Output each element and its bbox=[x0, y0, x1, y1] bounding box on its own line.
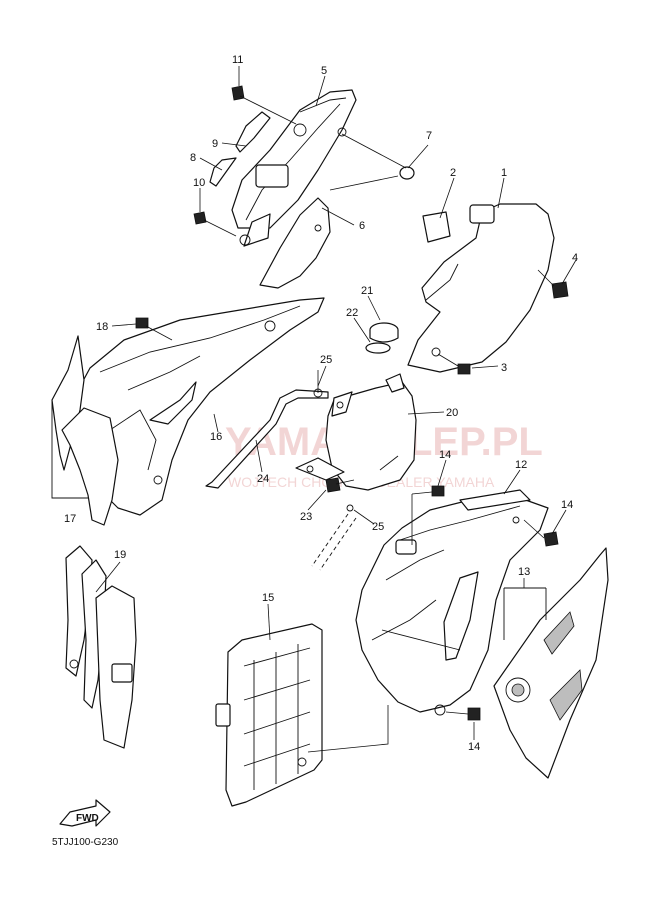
part-12-shroud bbox=[355, 485, 559, 721]
part-15-grille bbox=[215, 623, 389, 807]
callout-8: 8 bbox=[190, 152, 196, 164]
leader-lines bbox=[95, 66, 577, 740]
part-17-guard bbox=[51, 335, 119, 526]
callout-19: 19 bbox=[114, 549, 126, 561]
part-19-louver bbox=[65, 545, 137, 749]
part-23-bolt bbox=[325, 477, 341, 493]
callout-12: 12 bbox=[515, 459, 527, 471]
callout-17: 17 bbox=[64, 513, 76, 525]
part-13-graphic bbox=[493, 547, 609, 779]
fwd-arrow: FWD bbox=[59, 799, 111, 827]
callout-10: 10 bbox=[193, 177, 205, 189]
part-24-hose bbox=[205, 389, 329, 489]
callout-14-lower: 14 bbox=[468, 741, 480, 753]
callout-2: 2 bbox=[450, 167, 456, 179]
callout-22: 22 bbox=[346, 307, 358, 319]
callout-21: 21 bbox=[361, 285, 373, 297]
part-5-bracket bbox=[193, 85, 415, 247]
callout-1: 1 bbox=[501, 167, 507, 179]
fwd-label: FWD bbox=[76, 813, 99, 824]
part-22-seal bbox=[365, 342, 391, 354]
part-25-clamp-lower bbox=[346, 504, 354, 512]
callout-16: 16 bbox=[210, 431, 222, 443]
callout-7: 7 bbox=[426, 130, 432, 142]
callout-4: 4 bbox=[572, 252, 578, 264]
part-21-cap bbox=[369, 322, 399, 343]
part-1-side-cover bbox=[407, 203, 569, 375]
callout-6: 6 bbox=[359, 220, 365, 232]
callout-5: 5 bbox=[321, 65, 327, 77]
callout-9: 9 bbox=[212, 138, 218, 150]
callout-18: 18 bbox=[96, 321, 108, 333]
callout-24: 24 bbox=[257, 473, 269, 485]
callout-numbers: 1 2 3 4 5 6 7 8 9 10 11 12 13 14 14 14 1… bbox=[64, 54, 578, 753]
callout-23: 23 bbox=[300, 511, 312, 523]
callout-14-upper: 14 bbox=[439, 449, 451, 461]
callout-20: 20 bbox=[446, 407, 458, 419]
part-20-tank bbox=[295, 373, 417, 491]
drawing-code: 5TJJ100-G230 bbox=[52, 837, 119, 848]
callout-13: 13 bbox=[518, 566, 530, 578]
callout-11: 11 bbox=[232, 54, 243, 66]
part-6-decal bbox=[259, 197, 331, 289]
callout-3: 3 bbox=[501, 362, 507, 374]
callout-14-right: 14 bbox=[561, 499, 573, 511]
callout-25-upper: 25 bbox=[320, 354, 332, 366]
callout-25-lower: 25 bbox=[372, 521, 384, 533]
part-6-hole bbox=[314, 224, 322, 232]
callout-15: 15 bbox=[262, 592, 274, 604]
